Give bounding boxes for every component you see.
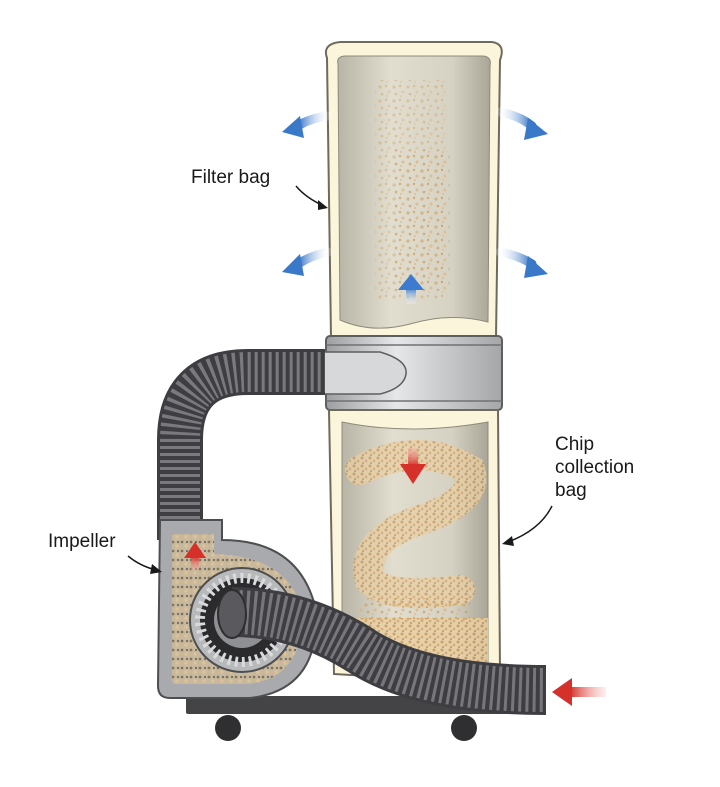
chip-collection-bag-label: Chip collection bag [555, 433, 634, 502]
arrow-down-icon [400, 448, 426, 484]
chip-label-line-2: collection [555, 457, 635, 478]
arrow-left-icon [552, 678, 606, 706]
curved-arrow-icon [495, 107, 548, 140]
arrow-up-icon [398, 274, 424, 304]
curved-arrow-icon [282, 111, 333, 138]
leader-line-impeller [127, 555, 162, 574]
leader-line-chip-bag [502, 505, 553, 546]
curved-arrow-icon [495, 247, 548, 278]
filter-bag-label: Filter bag [191, 167, 271, 188]
caster-left [215, 715, 241, 741]
inlet-hose [217, 587, 547, 715]
upper-hose [157, 349, 325, 540]
impeller-label: Impeller [48, 531, 116, 552]
leader-line-filter-bag [295, 185, 328, 210]
chip-label-line-3: bag [555, 480, 587, 501]
filter-bag [324, 41, 503, 339]
arrow-up-icon [184, 542, 206, 570]
curved-arrow-icon [282, 247, 333, 276]
chip-label-line-1: Chip [555, 434, 595, 455]
filter-bag-dust [375, 80, 450, 300]
caster-right [451, 715, 477, 741]
collar [317, 335, 503, 411]
